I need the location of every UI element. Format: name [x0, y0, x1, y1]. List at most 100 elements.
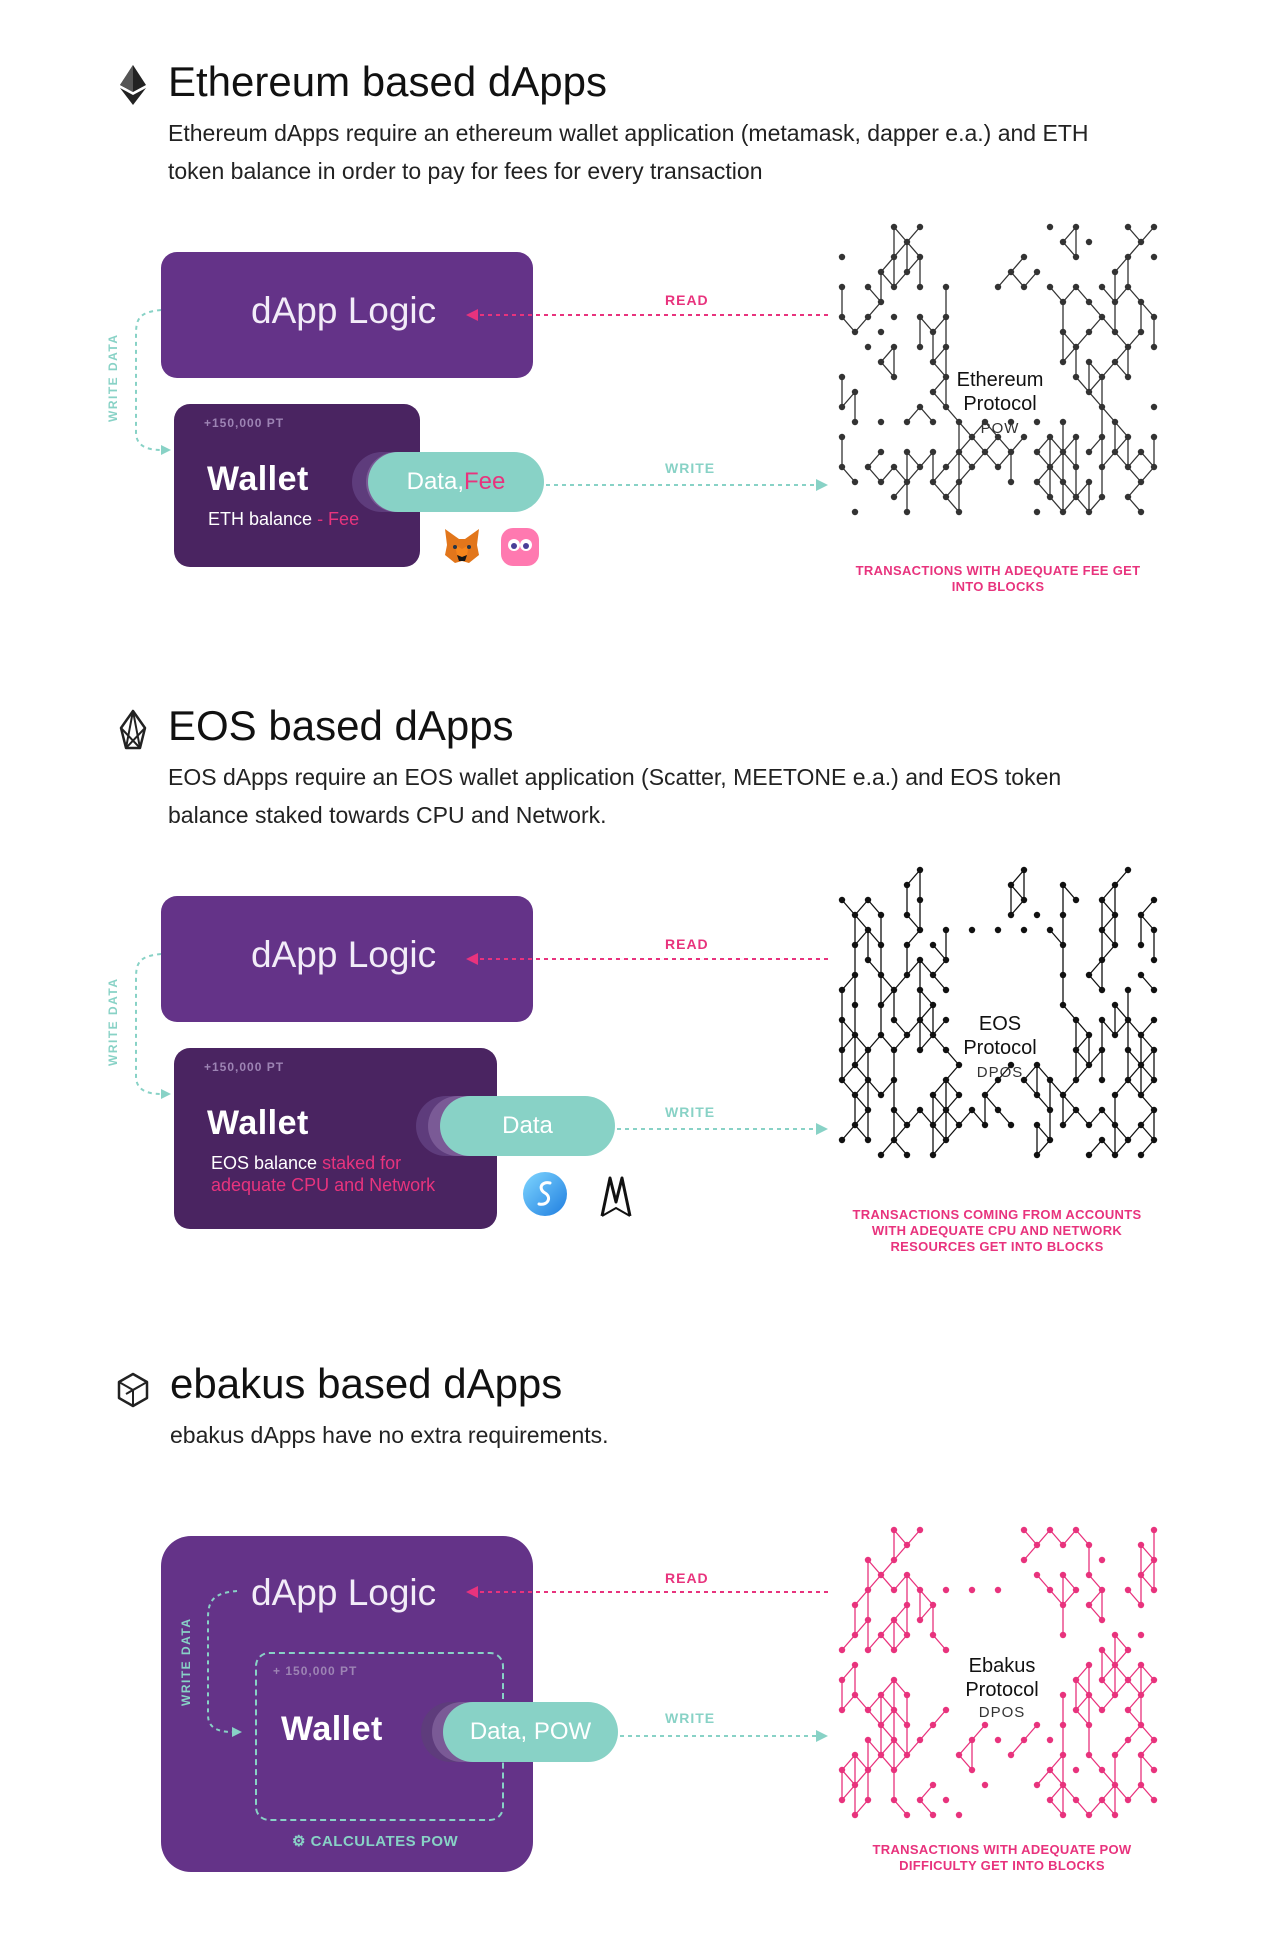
network-node — [916, 253, 924, 261]
network-edge — [841, 1034, 856, 1051]
network-edge — [893, 1799, 908, 1816]
network-node — [903, 881, 911, 889]
network-node — [1137, 508, 1145, 516]
network-node — [1072, 433, 1080, 441]
network-node — [1020, 283, 1028, 291]
network-node — [1150, 403, 1158, 411]
network-node — [1007, 1121, 1015, 1129]
network-node — [1085, 328, 1093, 336]
network-edge — [1036, 466, 1051, 483]
network-edge — [1127, 1664, 1142, 1681]
network-edge — [1010, 899, 1025, 916]
network-node — [1059, 1571, 1067, 1579]
protocol-caption: TRANSACTIONS WITH ADEQUATE POW DIFFICULT… — [872, 1842, 1132, 1873]
network-node — [1072, 1676, 1080, 1684]
network-edge — [1088, 974, 1103, 991]
network-node — [864, 1736, 872, 1744]
network-edge — [1140, 1034, 1155, 1051]
network-edge — [1062, 226, 1077, 243]
network-edge — [1088, 1139, 1103, 1156]
network-node — [1046, 223, 1054, 231]
network-node — [838, 283, 846, 291]
network-node — [1098, 1796, 1106, 1804]
network-edge — [932, 1034, 947, 1051]
wallet-card: +150,000 PT Wallet EOS balance staked fo… — [174, 1048, 497, 1229]
network-node — [916, 866, 924, 874]
network-node — [1098, 313, 1106, 321]
section-description: Ethereum dApps require an ethereum walle… — [168, 120, 1089, 184]
network-node — [838, 433, 846, 441]
network-node — [903, 1691, 911, 1699]
network-edge — [1023, 1724, 1038, 1741]
network-node — [916, 1796, 924, 1804]
network-edge — [1062, 436, 1077, 453]
network-edge — [997, 271, 1012, 288]
network-node — [903, 1601, 911, 1609]
network-edge — [906, 1574, 921, 1591]
network-node — [929, 1151, 937, 1159]
network-node — [1150, 1106, 1158, 1114]
network-node — [929, 971, 937, 979]
network-node — [942, 1706, 950, 1714]
network-node — [903, 1571, 911, 1579]
network-node — [1111, 1811, 1119, 1819]
network-node — [864, 1616, 872, 1624]
protocol-consensus: POW — [980, 420, 1020, 437]
network-node — [851, 1121, 859, 1129]
network-node — [890, 1016, 898, 1024]
network-edge — [1101, 1019, 1116, 1036]
network-node — [1124, 493, 1132, 501]
eos-icon — [119, 709, 147, 750]
network-node — [942, 1646, 950, 1654]
network-node — [851, 328, 859, 336]
network-node — [890, 463, 898, 471]
network-node — [1085, 1661, 1093, 1669]
network-node — [916, 283, 924, 291]
network-edge — [906, 1529, 921, 1546]
network-edge — [1088, 316, 1103, 333]
network-edge — [854, 1094, 869, 1111]
network-edge — [932, 1634, 947, 1651]
network-node — [1007, 448, 1015, 456]
network-node — [1059, 328, 1067, 336]
network-edge — [854, 1589, 869, 1606]
network-edge — [1114, 286, 1129, 303]
network-edge — [1114, 869, 1129, 886]
network-edge — [880, 1739, 895, 1756]
network-node — [903, 1121, 911, 1129]
network-lines — [841, 1529, 1155, 1816]
network-edge — [1101, 316, 1116, 333]
network-edge — [841, 1124, 856, 1141]
network-edge — [1049, 1799, 1064, 1816]
network-node — [1033, 1151, 1041, 1159]
network-edge — [1140, 1139, 1155, 1156]
network-edge — [841, 1064, 856, 1081]
network-node — [1085, 1031, 1093, 1039]
network-node — [929, 478, 937, 486]
network-node — [968, 433, 976, 441]
data-pow-pill: Data, POW — [443, 1702, 618, 1762]
network-edge — [1114, 1784, 1129, 1801]
network-node — [1150, 223, 1158, 231]
network-node — [1007, 1751, 1015, 1759]
network-node — [1098, 1676, 1106, 1684]
network-node — [864, 1106, 872, 1114]
network-node — [916, 986, 924, 994]
network-node — [1059, 508, 1067, 516]
network-node — [851, 1691, 859, 1699]
network-node — [1124, 1076, 1132, 1084]
network-node — [1046, 1076, 1054, 1084]
network-node — [877, 1091, 885, 1099]
network-node — [1111, 1631, 1119, 1639]
network-edge — [932, 1139, 947, 1156]
network-edge — [1127, 1124, 1142, 1141]
network-node — [1085, 478, 1093, 486]
network-node — [1137, 1751, 1145, 1759]
network-node — [1007, 268, 1015, 276]
network-node — [851, 941, 859, 949]
network-edge — [1114, 1124, 1129, 1141]
network-edge — [919, 1724, 934, 1741]
network-node — [1046, 1526, 1054, 1534]
network-node — [1124, 1586, 1132, 1594]
